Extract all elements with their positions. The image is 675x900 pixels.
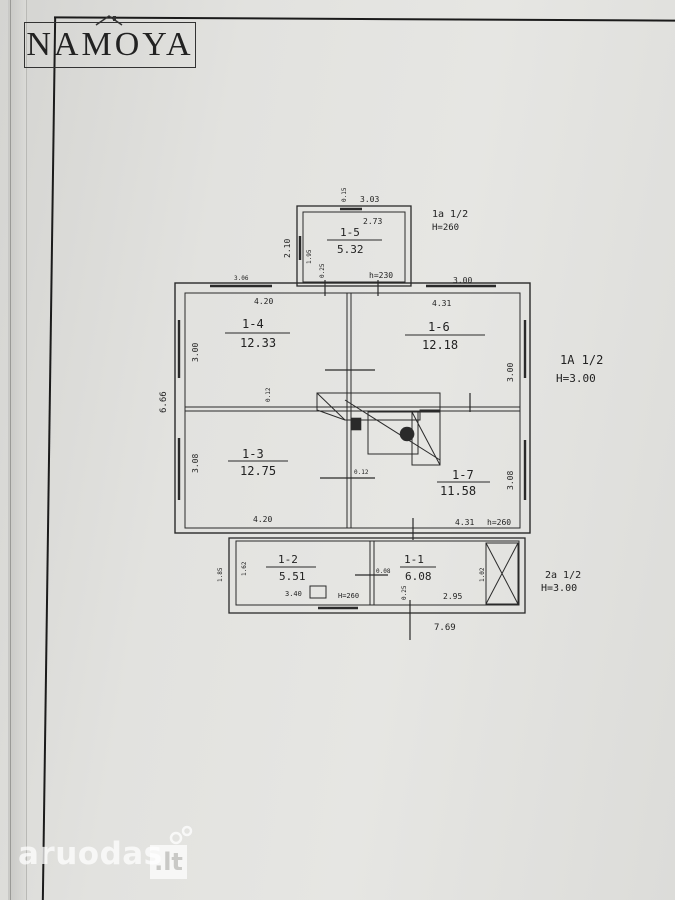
room-id: 1-4	[242, 317, 264, 331]
room-1-2: 1-2 5.51	[278, 553, 306, 583]
room-area: 5.32	[337, 243, 364, 256]
room-area: 12.75	[240, 464, 276, 478]
logo-text: NAMOYA	[26, 26, 194, 63]
room-1-5-walls	[296, 205, 412, 287]
room-area: 5.51	[279, 570, 306, 583]
dimension-labels: 3.03 2.73 0.15 2.10 1.95 0.25 h=230 3.06…	[159, 187, 515, 633]
dim-label: 0.12	[354, 469, 369, 476]
dim-label: 3.08	[506, 471, 515, 490]
room-id: 1-1	[404, 553, 424, 566]
dim-label: 2.73	[363, 217, 382, 226]
annotation-line: H=3.00	[541, 583, 577, 594]
annotation-2a-half: 2a 1/2 H=3.00	[541, 570, 581, 594]
dim-label: 1.95	[306, 249, 313, 264]
dim-label: 4.31	[455, 518, 474, 527]
room-area: 6.08	[405, 570, 432, 583]
annotation-1a-half-main: 1A 1/2 H=3.00	[556, 353, 603, 385]
room-area: 12.18	[422, 338, 458, 352]
dim-label: H=260	[338, 592, 359, 600]
door-marks	[320, 280, 471, 640]
annotation-1a-half: 1a 1/2 H=260	[432, 209, 468, 233]
aruodas-lt-badge: .lt	[150, 845, 187, 879]
dim-label: 1.62	[241, 561, 248, 576]
watermark-bubbles-icon	[169, 825, 193, 845]
dim-label: 4.20	[253, 515, 272, 524]
main-house-walls	[174, 282, 531, 534]
sheet-edge	[8, 0, 27, 900]
dim-label: 3.00	[506, 363, 515, 382]
meter-box	[309, 585, 327, 599]
room-id: 1-3	[242, 447, 264, 461]
dim-label: 0.12	[265, 387, 272, 402]
dim-label: 2.95	[443, 592, 462, 601]
dim-label: 3.03	[360, 195, 379, 204]
sheet-outer-edge	[10, 0, 11, 900]
room-1-1: 1-1 6.08	[404, 553, 432, 583]
annotation-line: H=3.00	[556, 372, 596, 385]
namoya-logo: NAMOYA	[24, 22, 196, 68]
dim-label: 4.31	[432, 299, 451, 308]
annex-walls	[228, 537, 526, 614]
room-1-5: 1-5 5.32	[337, 226, 364, 256]
room-1-4: 1-4 12.33	[240, 317, 276, 350]
stove	[316, 392, 441, 466]
dim-label: 3.00	[453, 276, 472, 285]
room-1-3: 1-3 12.75	[240, 447, 276, 478]
annotation-line: 2a 1/2	[545, 570, 581, 581]
dim-label: h=230	[369, 271, 393, 280]
room-id: 1-7	[452, 468, 474, 482]
annotation-line: 1a 1/2	[432, 209, 468, 220]
dim-label: 0.15	[341, 187, 348, 202]
room-1-7: 1-7 11.58	[440, 468, 476, 498]
dim-label: 1.85	[217, 567, 224, 582]
aruodas-watermark: aruodas	[18, 836, 163, 872]
dim-label: 2.10	[283, 239, 292, 258]
room-1-6: 1-6 12.18	[422, 320, 458, 352]
annotation-line: H=260	[432, 223, 459, 233]
room-label-bars	[225, 239, 490, 568]
room-area: 11.58	[440, 484, 476, 498]
annotation-line: 1A 1/2	[560, 353, 603, 367]
dim-label: 1.02	[479, 567, 486, 582]
dim-label: 0.25	[401, 585, 408, 600]
room-id: 1-2	[278, 553, 298, 566]
dim-label: h=260	[487, 518, 511, 527]
dim-label: 3.00	[191, 343, 200, 362]
dim-label: 0.08	[376, 568, 391, 575]
dim-label: 7.69	[434, 623, 456, 633]
dim-label: 3.40	[285, 590, 302, 598]
dim-label: 3.08	[191, 454, 200, 473]
room-id: 1-6	[428, 320, 450, 334]
dim-label: 0.25	[319, 263, 326, 278]
room-id: 1-5	[340, 226, 360, 239]
dim-label: 3.06	[234, 275, 249, 282]
dim-label: 4.20	[254, 297, 273, 306]
room-area: 12.33	[240, 336, 276, 350]
logo-roof-icon	[95, 15, 123, 26]
dim-label: 6.66	[159, 391, 169, 413]
windows	[177, 207, 527, 610]
